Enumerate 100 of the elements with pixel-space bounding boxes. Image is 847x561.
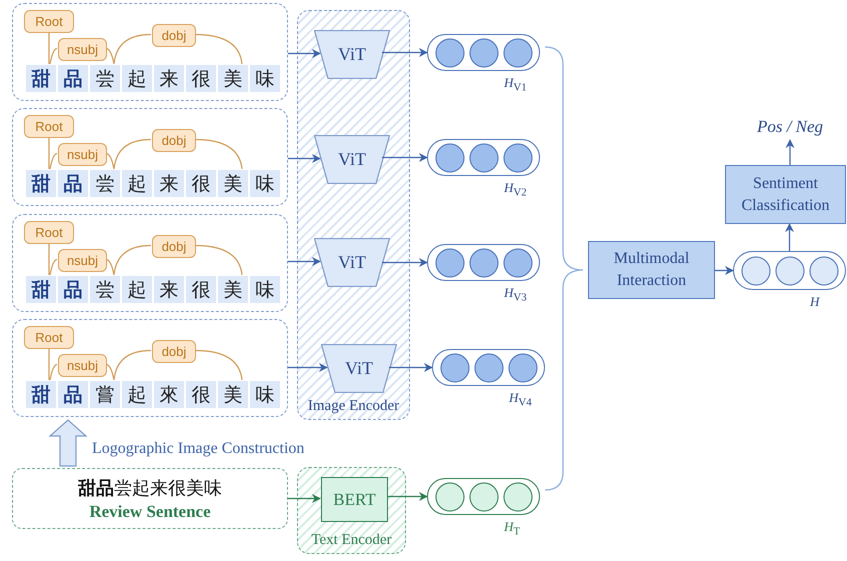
character-cell: 来 — [154, 170, 184, 197]
dependency-label: nsubj — [58, 143, 107, 166]
encoder-band — [297, 467, 406, 554]
dependency-label: dobj — [152, 129, 196, 152]
module-box: Multimodal Interaction — [588, 241, 715, 299]
connector-line — [106, 258, 115, 276]
vit-trapezoid: ViT — [321, 344, 397, 393]
connector-line — [49, 364, 58, 380]
connector-line — [106, 152, 115, 170]
character-cell: 起 — [122, 381, 152, 408]
connector-line — [48, 32, 50, 64]
vector-pill — [432, 349, 545, 386]
arrow — [288, 494, 321, 503]
arrow — [288, 49, 321, 58]
encoder-band — [297, 10, 410, 420]
band-label: Text Encoder — [310, 532, 393, 549]
arrow — [387, 492, 428, 501]
review-text: 甜品尝起来很美味 — [78, 476, 222, 500]
sentence-panel — [12, 108, 288, 206]
character-cell: 美 — [218, 170, 248, 197]
sentence-panel — [12, 214, 288, 312]
connector-line — [113, 34, 152, 64]
block-arrow — [48, 419, 88, 467]
review-label: Review Sentence — [89, 502, 211, 522]
vector-pill — [427, 478, 540, 515]
character-cell: 味 — [250, 65, 280, 92]
vector-label: H$_{V4}$ — [509, 390, 532, 409]
connector-line — [48, 348, 50, 380]
character-cell: 味 — [250, 170, 280, 197]
dependency-label: Root — [24, 221, 74, 244]
arrow — [382, 48, 428, 57]
character-cell: 美 — [218, 276, 248, 303]
arrow — [785, 223, 794, 251]
character-cell: 甜 — [26, 170, 56, 197]
character-cell: 品 — [58, 276, 88, 303]
module-box: Sentiment Classification — [725, 165, 846, 224]
character-cell: 很 — [186, 65, 216, 92]
connector-line — [48, 137, 50, 169]
dependency-label: Root — [24, 326, 74, 349]
character-cell: 很 — [186, 276, 216, 303]
dependency-label: dobj — [152, 340, 196, 363]
character-cell: 美 — [218, 381, 248, 408]
character-cell: 尝 — [90, 65, 120, 92]
vector-pill — [427, 34, 540, 71]
connector-line — [49, 48, 58, 64]
character-cell: 起 — [122, 65, 152, 92]
character-cell: 嘗 — [90, 381, 120, 408]
arrow — [382, 258, 428, 267]
sentence-panel — [12, 3, 288, 101]
vector-label: H$_{V2}$ — [504, 180, 527, 199]
character-cell: 甜 — [26, 276, 56, 303]
output-label: Pos / Neg — [745, 114, 835, 140]
dependency-label: Root — [24, 10, 74, 33]
arrow — [715, 266, 734, 275]
connector-line — [106, 48, 115, 64]
dependency-label: nsubj — [58, 249, 107, 272]
arrow — [288, 154, 321, 163]
character-cell: 很 — [186, 381, 216, 408]
character-cell: 味 — [250, 276, 280, 303]
connector-line — [194, 244, 243, 276]
character-cell: 品 — [58, 65, 88, 92]
sentence-panel — [12, 319, 288, 417]
character-cell: 很 — [186, 170, 216, 197]
character-cell: 来 — [154, 276, 184, 303]
dependency-label: dobj — [152, 235, 196, 258]
vector-pill — [733, 251, 846, 290]
arrow — [382, 153, 428, 162]
dependency-label: nsubj — [58, 354, 107, 377]
arrow — [389, 363, 433, 372]
vector-label: H$_{V3}$ — [504, 285, 527, 304]
character-cell: 甜 — [26, 381, 56, 408]
character-cell: 尝 — [90, 276, 120, 303]
vector-pill — [427, 139, 540, 176]
connector-line — [113, 138, 152, 170]
arrow — [786, 139, 794, 165]
dependency-label: Root — [24, 115, 74, 138]
connector-line — [106, 364, 115, 380]
vector-label: H$_{T}$ — [504, 519, 520, 538]
connector-line — [194, 138, 243, 170]
character-cell: 美 — [218, 65, 248, 92]
character-cell: 味 — [250, 381, 280, 408]
character-cell: 起 — [122, 276, 152, 303]
connector-line — [48, 243, 50, 275]
character-cell: 品 — [58, 170, 88, 197]
character-cell: 来 — [154, 65, 184, 92]
character-cell: 起 — [122, 170, 152, 197]
dependency-label: nsubj — [58, 38, 107, 61]
vit-trapezoid: ViT — [314, 135, 390, 184]
vector-label: H — [810, 294, 820, 310]
connector-line — [49, 152, 58, 170]
band-label: Image Encoder — [306, 398, 400, 415]
sentence-box — [12, 468, 288, 529]
character-cell: 甜 — [26, 65, 56, 92]
arrow — [288, 363, 328, 372]
vit-trapezoid: ViT — [314, 238, 390, 287]
arrow — [288, 257, 321, 266]
character-cell: 尝 — [90, 170, 120, 197]
connector-line — [49, 258, 58, 276]
connector-line — [194, 34, 243, 64]
vit-trapezoid: ViT — [314, 30, 390, 79]
